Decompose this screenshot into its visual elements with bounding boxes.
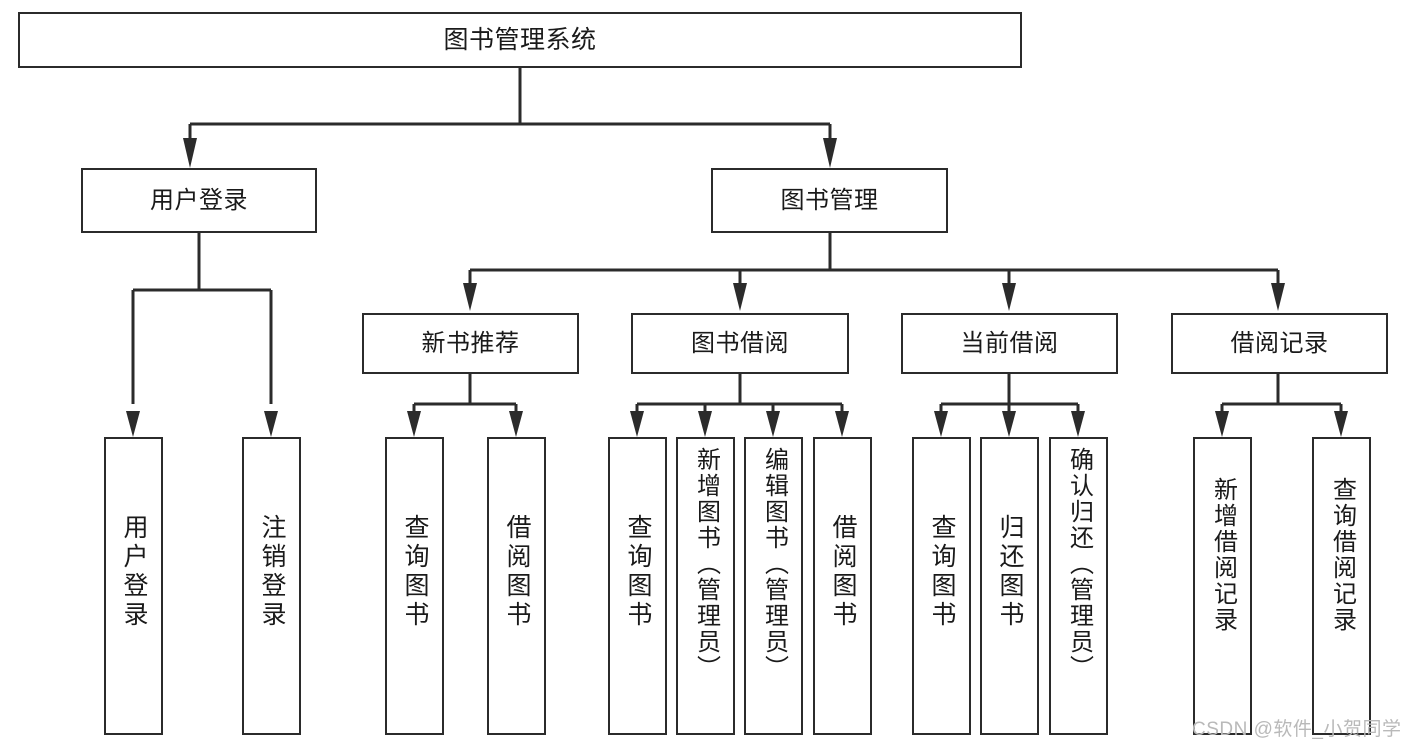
node-label: 归还图书 (996, 514, 1024, 630)
node-label: 图书管理 (780, 186, 879, 214)
node-borrow-record[interactable]: 借阅记录 (1171, 313, 1388, 374)
node-label: 借阅记录 (1230, 329, 1329, 357)
node-label: 用户登录 (120, 514, 148, 630)
csdn-watermark: CSDN @软件_小贺同学 (1192, 719, 1402, 740)
node-label: 用户登录 (150, 186, 248, 214)
node-label: 图书借阅 (691, 329, 789, 357)
node-label: 新增图书（管理员） (692, 447, 720, 681)
node-label: 查询图书 (624, 514, 652, 630)
node-label: 注销登录 (258, 514, 286, 630)
leaf-record-add-record[interactable]: 新增借阅记录 (1193, 437, 1252, 735)
leaf-borrow-query-book[interactable]: 查询图书 (608, 437, 667, 735)
leaf-current-query-book[interactable]: 查询图书 (912, 437, 971, 735)
leaf-record-query-record[interactable]: 查询借阅记录 (1312, 437, 1371, 735)
leaf-borrow-borrow-book[interactable]: 借阅图书 (813, 437, 872, 735)
node-root-system[interactable]: 图书管理系统 (18, 12, 1022, 68)
node-label: 图书管理系统 (443, 25, 597, 54)
node-label: 借阅图书 (829, 514, 857, 630)
node-label: 查询借阅记录 (1328, 477, 1356, 633)
leaf-borrow-edit-book-admin[interactable]: 编辑图书（管理员） (744, 437, 803, 735)
node-label: 借阅图书 (503, 514, 531, 630)
node-label: 确认归还（管理员） (1065, 447, 1093, 681)
node-label: 编辑图书（管理员） (760, 447, 788, 681)
node-label: 查询图书 (928, 514, 956, 630)
node-label: 当前借阅 (960, 329, 1059, 357)
leaf-borrow-add-book-admin[interactable]: 新增图书（管理员） (676, 437, 735, 735)
node-current-borrow[interactable]: 当前借阅 (901, 313, 1118, 374)
leaf-current-return-book[interactable]: 归还图书 (980, 437, 1039, 735)
leaf-current-confirm-return-admin[interactable]: 确认归还（管理员） (1049, 437, 1108, 735)
node-label: 查询图书 (401, 514, 429, 630)
node-book-borrow[interactable]: 图书借阅 (631, 313, 849, 374)
leaf-recommend-borrow-book[interactable]: 借阅图书 (487, 437, 546, 735)
node-book-management[interactable]: 图书管理 (711, 168, 948, 233)
leaf-user-login-signin[interactable]: 用户登录 (104, 437, 163, 735)
node-new-book-recommend[interactable]: 新书推荐 (362, 313, 579, 374)
leaf-user-login-logout[interactable]: 注销登录 (242, 437, 301, 735)
leaf-recommend-query-book[interactable]: 查询图书 (385, 437, 444, 735)
node-label: 新增借阅记录 (1209, 477, 1237, 633)
node-user-login[interactable]: 用户登录 (81, 168, 317, 233)
node-label: 新书推荐 (421, 329, 520, 357)
